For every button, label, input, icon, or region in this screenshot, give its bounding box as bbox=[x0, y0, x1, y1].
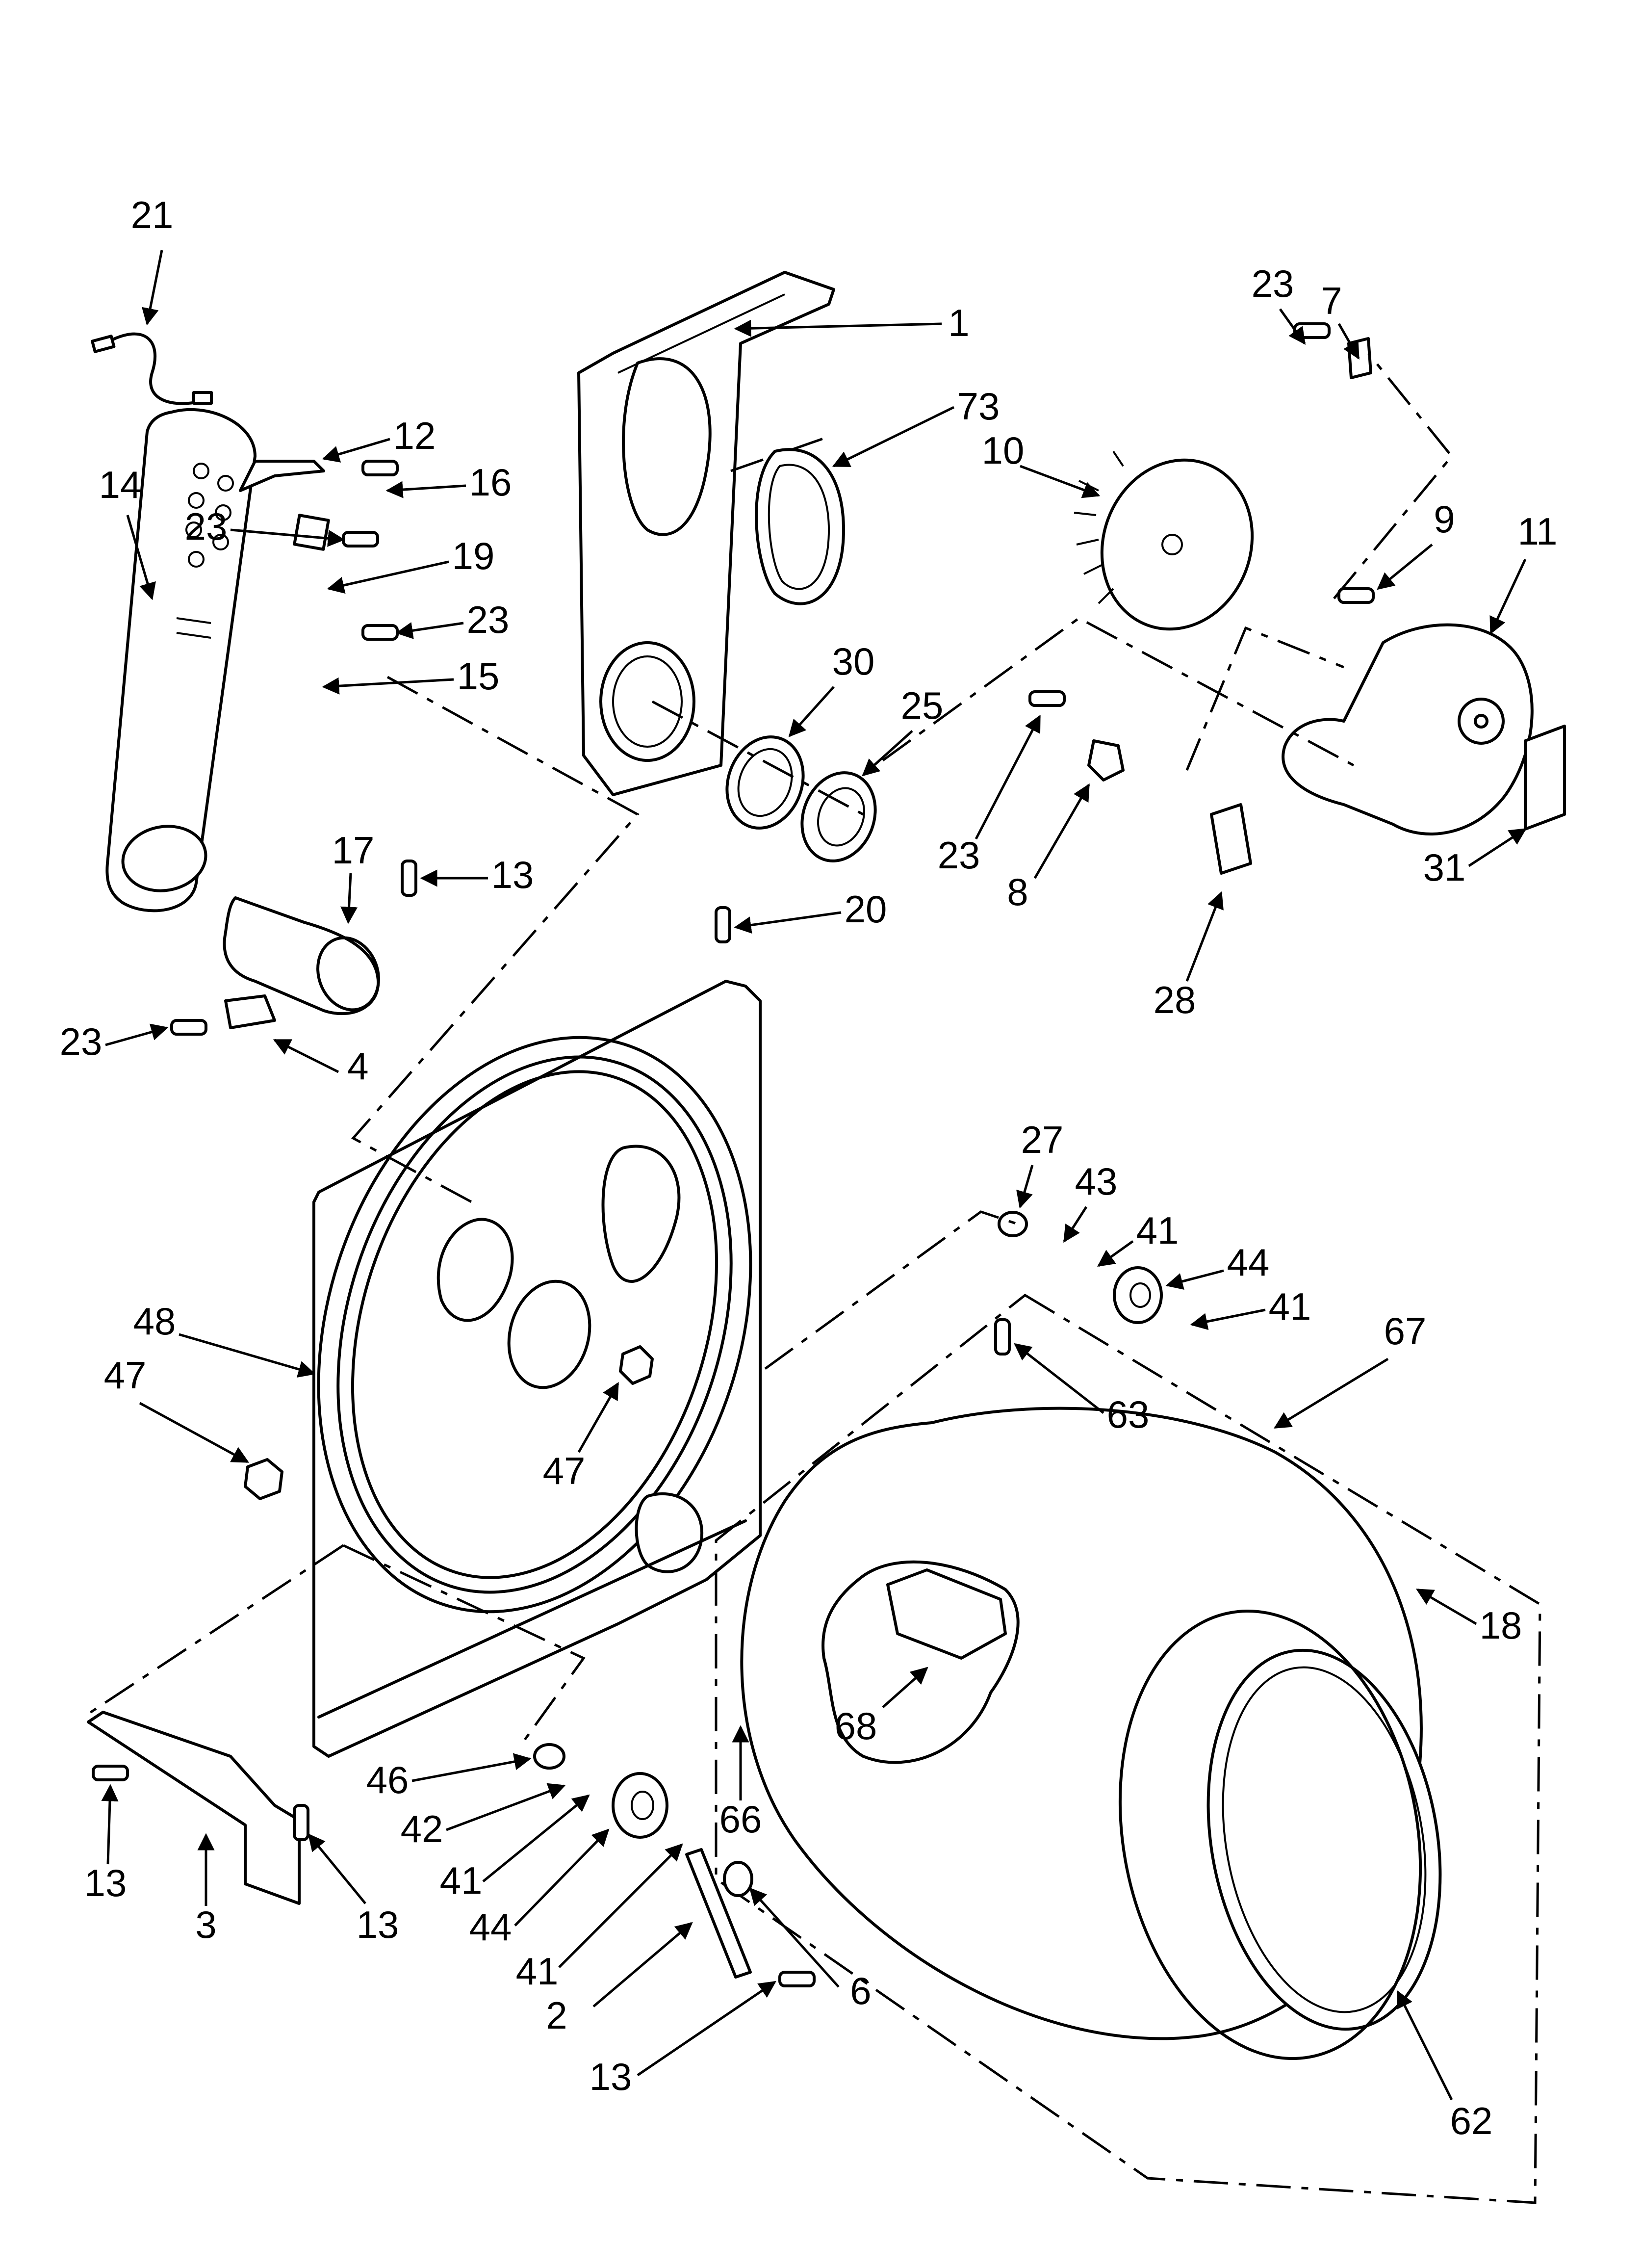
wire-harness-part bbox=[91, 332, 213, 405]
callout-1: 1 bbox=[948, 301, 969, 344]
callout-41d: 41 bbox=[516, 1950, 559, 1993]
callout-3: 3 bbox=[195, 1903, 216, 1946]
callout-23c: 23 bbox=[1252, 262, 1294, 305]
bracket-part bbox=[239, 460, 325, 492]
hex-nut-part bbox=[244, 1458, 283, 1500]
callout-13b: 13 bbox=[84, 1861, 127, 1904]
thermal-fuse-part bbox=[1087, 739, 1125, 782]
burner-gasket-part bbox=[755, 448, 845, 605]
callout-23e: 23 bbox=[60, 1020, 103, 1063]
callout-44b: 44 bbox=[469, 1905, 512, 1949]
callout-63: 63 bbox=[1107, 1393, 1150, 1436]
callout-23a: 23 bbox=[185, 505, 228, 548]
callout-13d: 13 bbox=[590, 2055, 632, 2098]
burner-housing-part bbox=[577, 271, 835, 796]
callout-41a: 41 bbox=[1136, 1209, 1179, 1252]
rear-bulkhead-part bbox=[312, 980, 762, 1758]
callout-21: 21 bbox=[131, 193, 174, 236]
drum-part bbox=[740, 1407, 1442, 2060]
callout-13a: 13 bbox=[491, 853, 534, 896]
callout-9: 9 bbox=[1434, 497, 1455, 541]
callout-43: 43 bbox=[1075, 1160, 1118, 1203]
blower-wheel-part bbox=[1074, 450, 1254, 631]
igniter-part bbox=[224, 994, 276, 1029]
warning-label-part bbox=[1524, 725, 1566, 831]
blower-seal-part bbox=[800, 771, 877, 862]
callout-27: 27 bbox=[1021, 1118, 1064, 1161]
callout-17: 17 bbox=[332, 829, 375, 872]
drum-assembly-outline bbox=[715, 1293, 1541, 2204]
callout-41b: 41 bbox=[1269, 1285, 1311, 1328]
exhaust-duct-part bbox=[105, 408, 257, 912]
callout-48: 48 bbox=[133, 1300, 176, 1343]
callout-20: 20 bbox=[845, 887, 887, 931]
callout-44a: 44 bbox=[1227, 1241, 1270, 1284]
thermostat-part bbox=[293, 514, 330, 551]
callout-47b: 47 bbox=[543, 1449, 586, 1492]
screw-parts bbox=[92, 322, 1375, 1987]
callout-11: 11 bbox=[1518, 510, 1558, 553]
callout-68: 68 bbox=[835, 1704, 877, 1747]
callout-62: 62 bbox=[1450, 2099, 1493, 2142]
callout-13c: 13 bbox=[357, 1903, 399, 1946]
callout-30: 30 bbox=[832, 640, 875, 683]
callout-28: 28 bbox=[1154, 978, 1196, 1021]
callout-23d: 23 bbox=[938, 834, 980, 877]
washer-part bbox=[533, 1211, 1028, 1897]
hex-nut-center-part bbox=[619, 1345, 654, 1385]
blower-housing-part bbox=[1282, 623, 1534, 835]
roller-shaft-part bbox=[685, 1848, 752, 1979]
drum-roller-part bbox=[612, 1772, 668, 1839]
assembly-guide-lines bbox=[82, 352, 1454, 1747]
burner-tube-part bbox=[223, 896, 380, 1016]
callout-19: 19 bbox=[452, 534, 495, 577]
callout-8: 8 bbox=[1007, 870, 1028, 913]
clip-part bbox=[1210, 803, 1252, 875]
callout-18: 18 bbox=[1480, 1604, 1522, 1647]
callout-labels: 21 1 73 12 16 14 23 19 23 15 30 25 23 7 … bbox=[60, 193, 1558, 2142]
callout-16: 16 bbox=[469, 461, 512, 504]
callout-67: 67 bbox=[1384, 1309, 1427, 1353]
drum-roller-upper-part bbox=[1113, 1266, 1163, 1324]
callout-47a: 47 bbox=[104, 1354, 147, 1397]
callout-42: 42 bbox=[401, 1807, 443, 1851]
callout-66: 66 bbox=[719, 1798, 762, 1841]
callout-31: 31 bbox=[1423, 846, 1466, 889]
seal-ring-part bbox=[725, 735, 805, 830]
callout-7: 7 bbox=[1321, 279, 1342, 322]
callout-15: 15 bbox=[457, 654, 500, 698]
callout-2: 2 bbox=[546, 1994, 567, 2037]
callout-10: 10 bbox=[982, 429, 1025, 472]
callout-25: 25 bbox=[901, 684, 944, 727]
callout-6: 6 bbox=[850, 1969, 871, 2012]
callout-23b: 23 bbox=[467, 598, 510, 641]
callout-41c: 41 bbox=[440, 1859, 483, 1902]
callout-4: 4 bbox=[347, 1044, 368, 1088]
callout-14: 14 bbox=[99, 463, 142, 506]
callout-73: 73 bbox=[957, 385, 1000, 428]
callout-46: 46 bbox=[366, 1758, 409, 1801]
callout-12: 12 bbox=[393, 414, 436, 457]
